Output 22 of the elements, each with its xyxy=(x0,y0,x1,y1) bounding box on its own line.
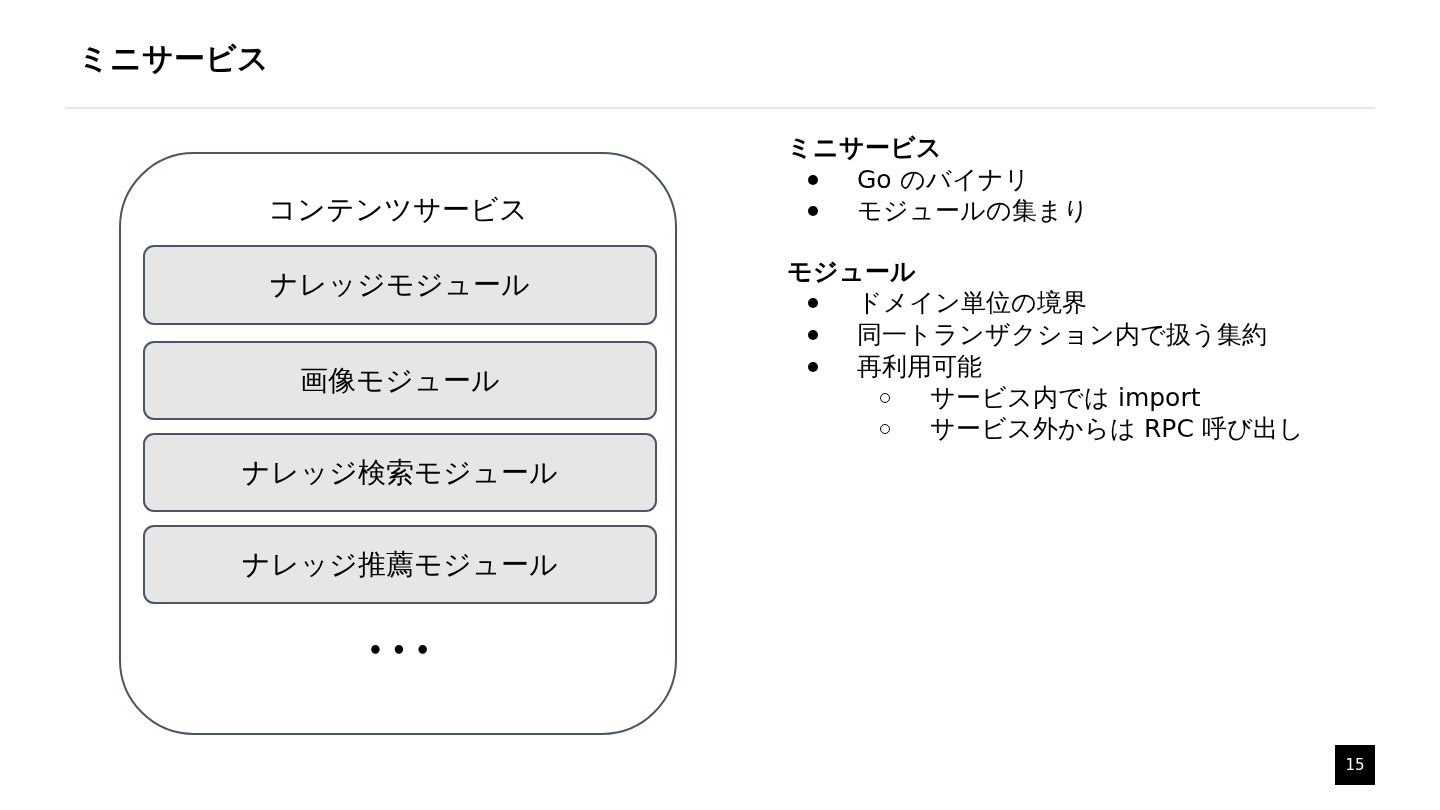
section-heading: ミニサービス xyxy=(787,132,942,163)
module-box xyxy=(143,525,657,604)
module-box xyxy=(143,433,657,512)
list-item-text: サービス内では import xyxy=(930,382,1201,413)
list-item-text: 再利用可能 xyxy=(857,351,982,382)
section-heading: モジュール xyxy=(787,256,916,287)
module-box xyxy=(143,245,657,325)
list-item-text: モジュールの集まり xyxy=(857,195,1089,226)
page-number: 15 xyxy=(1335,745,1375,785)
slide-title: ミニサービス xyxy=(78,39,269,78)
ellipsis-text: • • • xyxy=(366,637,432,665)
list-item-text: サービス外からは RPC 呼び出し xyxy=(930,413,1304,444)
module-box xyxy=(143,341,657,420)
list-item-text: ドメイン単位の境界 xyxy=(857,287,1087,318)
list-item-text: 同一トランザクション内で扱う集約 xyxy=(857,319,1267,350)
list-item-text: Go のバイナリ xyxy=(857,164,1030,195)
module-name: ナレッジモジュール xyxy=(269,267,531,303)
service-box xyxy=(119,152,677,735)
service-name: コンテンツサービス xyxy=(267,192,529,228)
module-name: 画像モジュール xyxy=(299,362,501,399)
module-name: ナレッジ検索モジュール xyxy=(241,454,559,491)
module-name: ナレッジ推薦モジュール xyxy=(241,546,559,583)
